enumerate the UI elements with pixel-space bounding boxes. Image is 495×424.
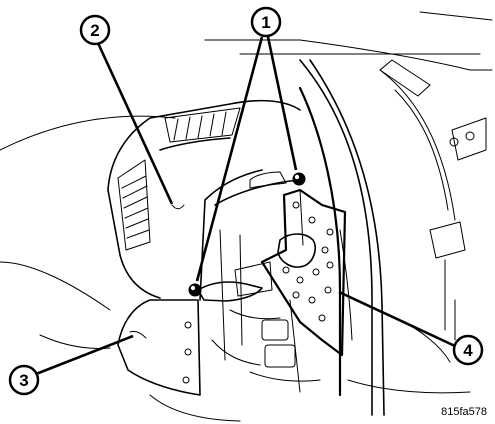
callout-1-label: 1 <box>261 13 270 32</box>
leader-4 <box>338 290 456 348</box>
leader-3 <box>35 334 134 376</box>
figure-id: 815fa578 <box>441 406 487 418</box>
leader-2 <box>96 42 174 205</box>
leader-1-lower <box>195 36 264 282</box>
callout-3-label: 3 <box>19 371 28 390</box>
callout-4: 4 <box>452 334 484 366</box>
screw-lower <box>188 283 202 297</box>
door-frame <box>298 59 487 416</box>
callout-4-label: 4 <box>463 341 473 360</box>
mounting-bracket <box>260 188 347 357</box>
lower-bezel <box>117 299 201 396</box>
callout-2-label: 2 <box>90 21 99 40</box>
screw-upper <box>292 172 306 186</box>
leader-1-upper <box>266 36 298 171</box>
leader-lines <box>35 36 456 376</box>
callout-2: 2 <box>79 14 111 46</box>
instrument-panel-opening <box>197 169 321 393</box>
callout-1: 1 <box>250 6 282 38</box>
callout-3: 3 <box>8 364 40 396</box>
